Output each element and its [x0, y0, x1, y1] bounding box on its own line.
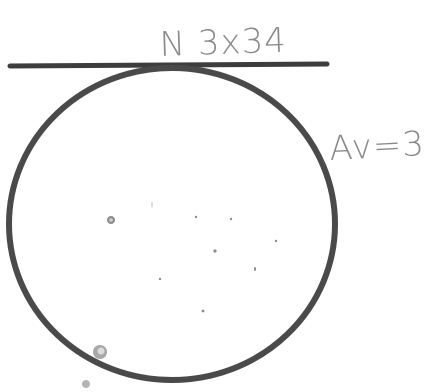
side-label: Av=3 [328, 124, 425, 169]
specks [107, 202, 277, 312]
speck [159, 278, 161, 280]
speck [195, 216, 197, 218]
speck [213, 249, 216, 252]
blob [82, 380, 90, 388]
speck [202, 310, 205, 313]
speck [275, 240, 277, 242]
speck [109, 218, 113, 222]
speck [254, 267, 256, 271]
blob [98, 348, 105, 355]
speck [151, 202, 153, 208]
circle [9, 68, 335, 380]
speck [230, 218, 232, 220]
top-label: N 3x34 [159, 21, 288, 65]
